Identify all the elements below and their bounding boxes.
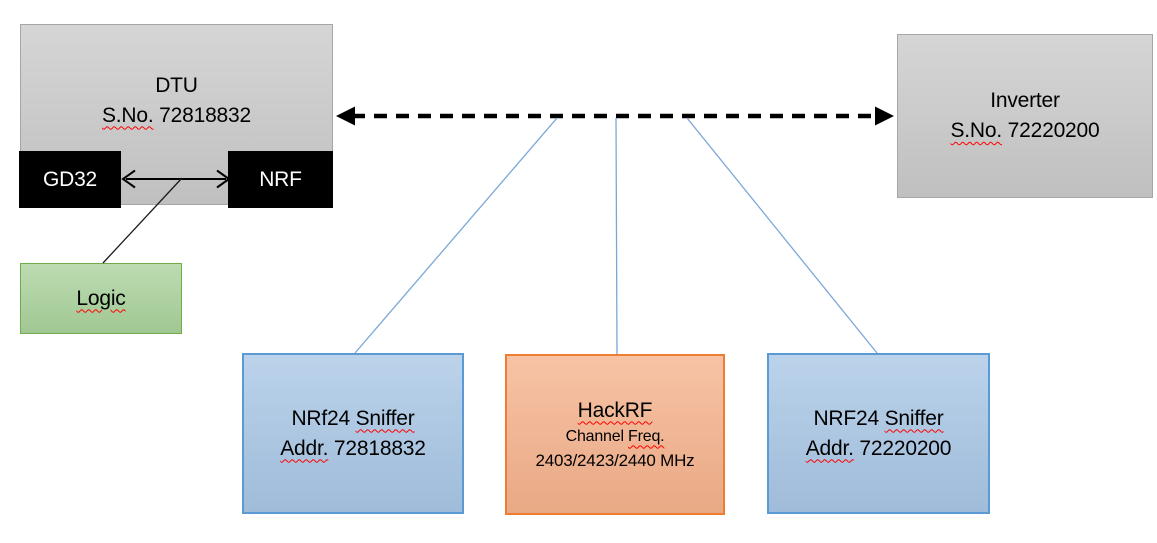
sniffer-left-addr: Addr. 72818832 [280,434,426,464]
sniffer-left-model: NRf24 [291,406,350,430]
sniffer-left-addr-label: Addr. [280,436,329,460]
logic-box: Logic [20,263,182,334]
rf-link-left-arrowhead [336,106,355,126]
dtu-serial: S.No. 72818832 [102,101,251,131]
sniffer-right-box: NRF24 Sniffer Addr. 72220200 [767,353,990,514]
sniffer-left-type: Sniffer [355,406,415,430]
tap-line-sniffer-left [354,117,558,354]
gd32-label: GD32 [42,167,98,191]
dtu-box: DTU S.No. 72818832 [20,24,333,205]
inverter-box: Inverter S.No. 72220200 [897,34,1153,198]
sniffer-left-title: NRf24 Sniffer [291,404,414,434]
sniffer-right-model: NRF24 [813,406,879,430]
sniffer-right-addr-label: Addr. [805,436,854,460]
sniffer-right-type: Sniffer [884,406,944,430]
hackrf-channel-freq: Channel Freq. [566,425,665,449]
inverter-serial: S.No. 72220200 [950,116,1099,146]
dtu-text: DTU S.No. 72818832 [102,71,251,131]
hackrf-freq-word2: Freq. [628,427,665,445]
hackrf-freq-word1: Channel [565,427,624,445]
nrf-box: NRF [228,151,333,208]
tap-line-sniffer-right [686,117,878,354]
sniffer-left-addr-number: 72818832 [333,436,426,460]
dtu-title: DTU [155,73,198,97]
inverter-serial-number: 72220200 [1007,119,1100,142]
hackrf-box: HackRF Channel Freq. 2403/2423/2440 MHz [505,354,725,515]
tap-line-hackrf [615,117,618,355]
dtu-serial-number: 72818832 [159,103,251,127]
nrf-label: NRF [259,167,302,191]
sniffer-left-box: NRf24 Sniffer Addr. 72818832 [242,353,464,514]
logic-label: Logic [76,286,126,310]
sniffer-right-addr-number: 72220200 [859,436,952,460]
gd32-box: GD32 [19,151,121,208]
inverter-serial-label: S.No. [950,119,1003,142]
dtu-serial-label: S.No. [101,103,154,127]
hackrf-frequencies: 2403/2423/2440 MHz [535,450,695,470]
inverter-title: Inverter [990,89,1060,112]
sniffer-right-addr: Addr. 72220200 [806,434,952,464]
hackrf-title: HackRF [577,398,653,422]
sniffer-right-title: NRF24 Sniffer [813,404,943,434]
rf-link-right-arrowhead [875,106,894,126]
